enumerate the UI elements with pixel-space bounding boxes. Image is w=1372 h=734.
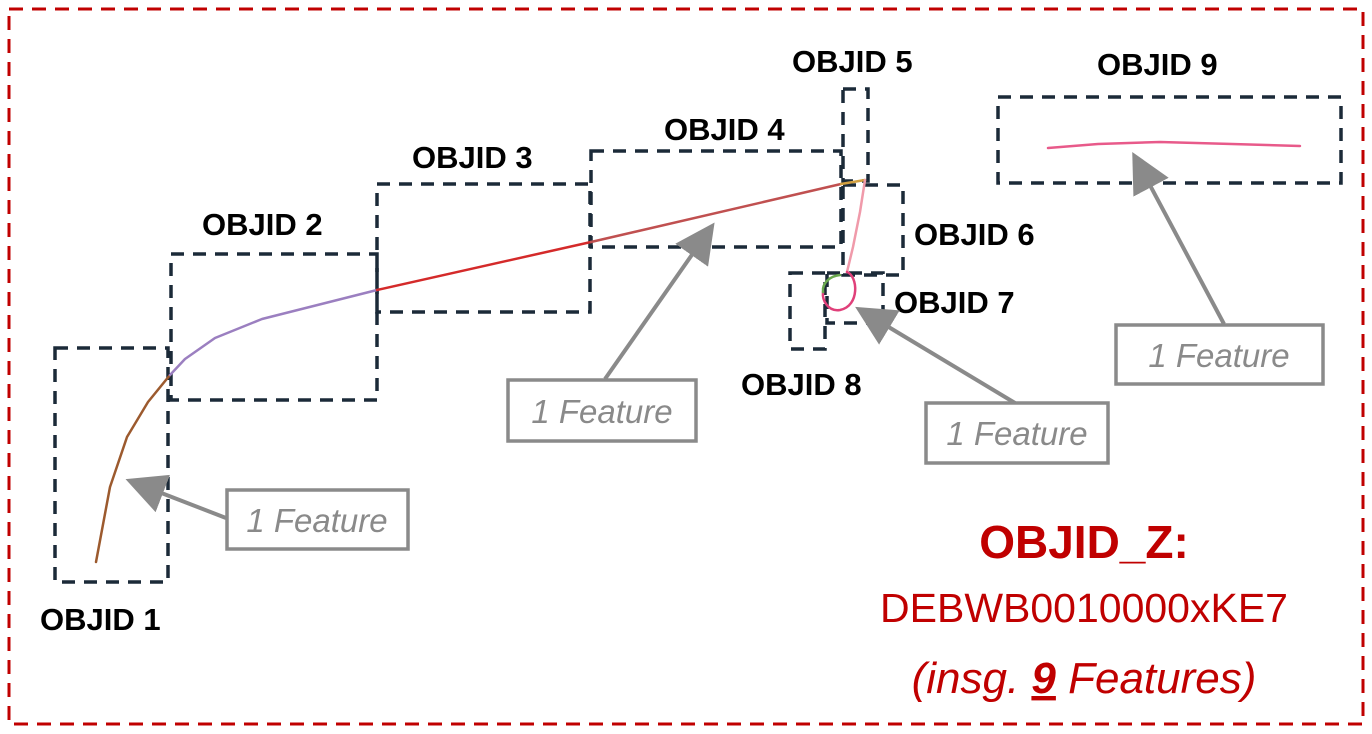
obj3-label: OBJID 3 [412, 140, 533, 175]
feature-lines [94, 140, 1302, 564]
obj7-label: OBJID 7 [894, 285, 1015, 320]
callout-box-obj7 [924, 401, 1110, 465]
callout-box-obj9 [1114, 323, 1325, 386]
callout-arrow-obj9 [1132, 151, 1226, 325]
obj8-label: OBJID 8 [741, 367, 862, 402]
obj4-box [589, 149, 843, 249]
obj8-feature-line [821, 273, 842, 294]
obj8-box [788, 271, 827, 351]
callout-boxes: 1 Feature 1 Feature 1 Feature 1 Feature [225, 323, 1325, 551]
obj5-feature-line [839, 178, 867, 186]
callout-arrow-obj7 [855, 306, 1017, 405]
obj6-box [841, 183, 905, 277]
obj1-label: OBJID 1 [40, 602, 161, 637]
obj3-feature-line [375, 240, 593, 292]
obj7-feature-line [821, 270, 857, 312]
callout-text-obj1: 1 Feature [246, 502, 387, 539]
obj9-box [996, 95, 1343, 185]
obj9-label: OBJID 9 [1097, 47, 1218, 82]
obj5-label: OBJID 5 [792, 44, 913, 79]
summary-count-number: 9 [1031, 654, 1056, 703]
summary-count-line: (insg. 9 Features) [912, 654, 1257, 703]
summary-value: DEBWB0010000xKE7 [880, 585, 1288, 631]
summary: OBJID_Z: DEBWB0010000xKE7 (insg. 9 Featu… [880, 516, 1288, 703]
obj6-feature-line [845, 178, 867, 274]
obj4-feature-line [589, 182, 843, 244]
outer-frame [7, 7, 1365, 726]
obj7-box [825, 271, 885, 325]
obj9-feature-line [1046, 140, 1302, 150]
callout-text-obj4: 1 Feature [531, 393, 672, 430]
callout-text-obj7: 1 Feature [946, 415, 1087, 452]
object-labels: OBJID 1 OBJID 2 OBJID 3 OBJID 4 OBJID 5 … [40, 44, 1218, 637]
obj1-feature-line [94, 373, 172, 564]
callout-arrows [125, 151, 1226, 520]
callout-text-obj9: 1 Feature [1148, 337, 1289, 374]
callout-box-obj4 [506, 378, 698, 443]
summary-count-prefix: (insg. [912, 654, 1032, 703]
obj5-box [841, 87, 870, 183]
callout-box-obj1 [225, 488, 410, 551]
callout-arrow-obj1 [125, 474, 227, 520]
obj2-label: OBJID 2 [202, 207, 323, 242]
obj6-label: OBJID 6 [914, 217, 1035, 252]
obj1-box [53, 346, 170, 584]
obj2-box [169, 252, 379, 402]
summary-title: OBJID_Z: [979, 516, 1189, 568]
obj2-feature-line [168, 288, 379, 377]
summary-count-suffix: Features) [1056, 654, 1257, 703]
callout-arrow-obj4 [603, 222, 715, 381]
object-boxes [53, 87, 1343, 584]
obj4-label: OBJID 4 [664, 112, 785, 147]
obj3-box [375, 182, 592, 314]
